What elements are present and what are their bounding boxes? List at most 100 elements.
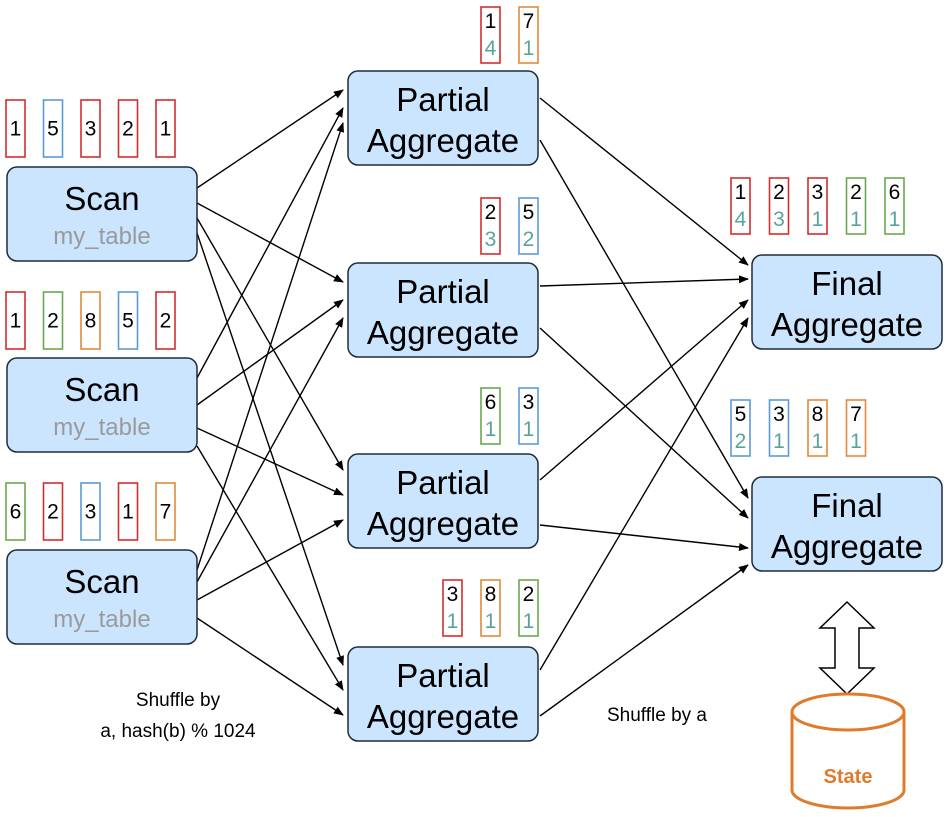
token-count: 1 (485, 418, 497, 441)
scan-table-name: my_table (53, 223, 150, 250)
aggregated-value-token: 52 (518, 197, 539, 255)
aggregated-value-token: 21 (518, 579, 539, 637)
aggregated-value-token: 52 (730, 399, 751, 457)
edge-scan1-partial3 (196, 217, 344, 471)
shuffle-left-label-line2: a, hash(b) % 1024 (100, 721, 256, 742)
partial-label-line2: Aggregate (367, 314, 519, 351)
token-key: 2 (47, 501, 59, 524)
edge-scan2-partial3 (196, 427, 344, 496)
token-count: 1 (889, 208, 901, 231)
token-key: 7 (850, 403, 862, 426)
row-value-token: 2 (155, 291, 176, 350)
row-value-token: 2 (42, 482, 64, 541)
token-count: 1 (850, 208, 862, 231)
state-label: State (824, 766, 873, 788)
token-key: 6 (889, 181, 901, 204)
partial-aggregate-node-1: Partial Aggregate (347, 70, 539, 166)
scan-title: Scan (64, 371, 139, 408)
token-count: 1 (447, 610, 459, 633)
row-value-token: 3 (80, 482, 101, 541)
final-label-line1: Final (811, 265, 883, 302)
shuffle-left-label-line1: Shuffle by (136, 690, 221, 711)
scan-node-2: Scan my_table (6, 357, 198, 453)
partial-label-line1: Partial (396, 273, 490, 310)
token-key: 2 (773, 181, 785, 204)
aggregated-value-token: 71 (845, 399, 867, 457)
token-count: 2 (523, 228, 535, 251)
token-key: 5 (523, 201, 535, 224)
row-value-token: 7 (155, 482, 176, 541)
scan-table-name: my_table (53, 414, 150, 441)
row-value-token: 5 (42, 99, 64, 158)
row-value-token: 3 (80, 99, 101, 158)
aggregated-value-token: 71 (518, 6, 539, 64)
token-key: 3 (447, 583, 459, 606)
edge-scan3-partial3 (196, 519, 344, 601)
scan-node-1: Scan my_table (6, 166, 198, 262)
token-count: 1 (812, 208, 824, 231)
edge-group (196, 89, 749, 717)
token-count: 3 (773, 208, 785, 231)
edge-scan3-partial1 (196, 122, 345, 571)
token-count: 1 (523, 418, 535, 441)
token-count: 1 (523, 37, 535, 60)
final-aggregate-node-1: Final Aggregate (751, 254, 943, 350)
token-count: 1 (773, 430, 785, 453)
token-key: 3 (85, 501, 97, 524)
edge-partial4-final1 (539, 317, 749, 671)
token-key: 2 (160, 310, 172, 333)
partial-label-line1: Partial (396, 657, 490, 694)
aggregated-value-token: 81 (480, 579, 501, 637)
edge-scan2-partial4 (196, 445, 344, 691)
token-count: 1 (812, 430, 824, 453)
aggregated-value-token: 14 (730, 177, 751, 235)
token-key: 2 (485, 201, 497, 224)
edge-scan3-partial4 (196, 617, 344, 716)
token-key: 8 (485, 583, 497, 606)
edge-partial2-final1 (539, 275, 749, 287)
token-key: 7 (160, 501, 172, 524)
edge-scan3-partial2 (196, 317, 344, 583)
partial-label-line2: Aggregate (367, 698, 519, 735)
row-value-token: 2 (42, 291, 64, 350)
token-count: 2 (735, 430, 747, 453)
token-key: 3 (523, 391, 535, 414)
scan-node-3: Scan my_table (6, 549, 198, 645)
partial-label-line1: Partial (396, 464, 490, 501)
edge-scan1-partial1 (196, 89, 344, 189)
aggregated-value-token: 21 (845, 177, 867, 235)
token-key: 1 (122, 501, 134, 524)
token-key: 2 (523, 583, 535, 606)
token-key: 6 (10, 501, 22, 524)
final-label-line2: Aggregate (771, 528, 923, 565)
partial-aggregate-node-4: Partial Aggregate (347, 646, 539, 742)
token-key: 3 (773, 403, 785, 426)
row-value-token: 1 (5, 99, 26, 158)
token-key: 1 (10, 310, 22, 333)
token-key: 1 (160, 118, 172, 141)
scan-title: Scan (64, 563, 139, 600)
aggregated-value-token: 31 (518, 387, 539, 445)
token-key: 3 (85, 118, 97, 141)
token-key: 8 (85, 310, 97, 333)
token-key: 5 (47, 118, 59, 141)
aggregated-value-token: 81 (807, 399, 828, 457)
token-key: 3 (812, 181, 824, 204)
token-key: 1 (10, 118, 22, 141)
edge-partial4-final2 (539, 564, 749, 717)
token-key: 5 (122, 310, 134, 333)
aggregated-value-token: 23 (480, 197, 501, 255)
final-label-line2: Aggregate (771, 306, 923, 343)
double-arrow-icon (818, 600, 876, 696)
token-key: 5 (735, 403, 747, 426)
row-value-token: 5 (117, 291, 139, 350)
token-count: 1 (485, 610, 497, 633)
